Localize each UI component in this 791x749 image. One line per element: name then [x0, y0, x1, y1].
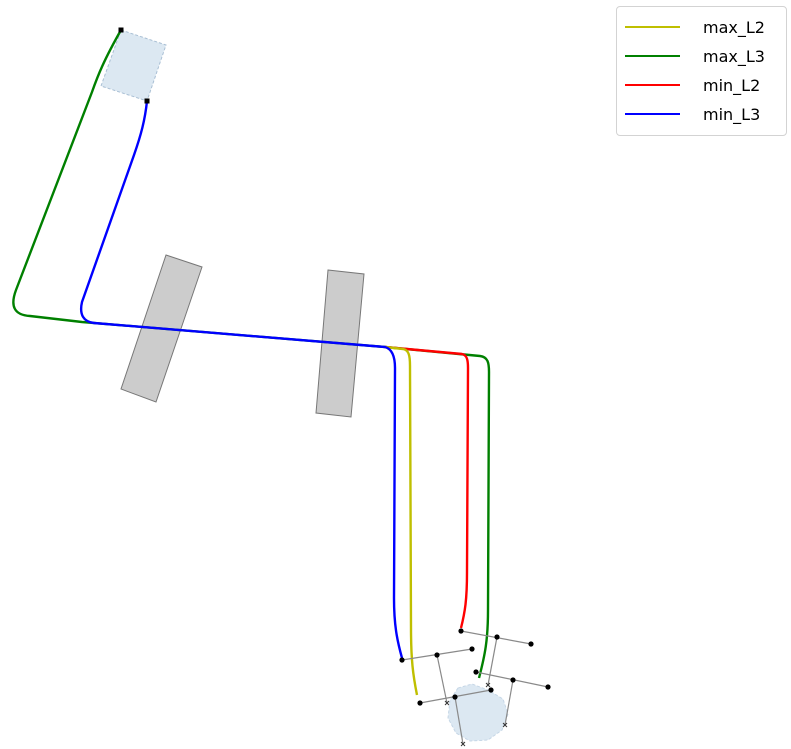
x-marker-icon	[444, 700, 450, 706]
goal-rig-points	[399, 628, 551, 706]
rig-point	[510, 677, 516, 683]
legend-swatch-max-l3	[625, 55, 680, 57]
rig-point	[458, 628, 464, 634]
path-min-l2	[384, 345, 470, 629]
rig-point	[494, 634, 500, 640]
legend-item-max-l2: max_L2	[625, 16, 765, 38]
legend-label-max-l3: max_L3	[703, 46, 765, 66]
rig-point	[452, 694, 458, 700]
rig-point	[469, 646, 475, 652]
path-max-l3	[12, 29, 491, 679]
rig-point	[488, 687, 494, 693]
legend-swatch-min-l3	[625, 113, 680, 115]
legend-item-min-l2: min_L2	[625, 74, 760, 96]
legend-label-max-l2: max_L2	[703, 17, 765, 37]
path-max-l2	[384, 345, 419, 696]
legend-item-max-l3: max_L3	[625, 45, 765, 67]
goal-x-markers	[444, 682, 508, 747]
legend-label-min-l2: min_L2	[703, 75, 761, 95]
start-marker-1	[118, 27, 124, 33]
legend-swatch-max-l2	[625, 26, 680, 28]
x-marker-icon	[502, 722, 508, 728]
start-region	[100, 29, 167, 102]
rig-point	[545, 684, 551, 690]
rig-point	[417, 700, 423, 706]
start-marker-2	[144, 98, 150, 104]
rig-point	[399, 657, 405, 663]
x-marker-icon	[485, 682, 491, 688]
rig-point	[434, 652, 440, 658]
rig-point	[473, 669, 479, 675]
path-min-l3	[80, 100, 404, 659]
legend-label-min-l3: min_L3	[703, 104, 761, 124]
goal-region	[447, 683, 509, 742]
legend: max_L2 max_L3 min_L2 min_L3	[616, 6, 787, 136]
legend-swatch-min-l2	[625, 84, 680, 86]
legend-item-min-l3: min_L3	[625, 103, 760, 125]
rig-point	[528, 641, 534, 647]
x-marker-icon	[460, 741, 466, 747]
